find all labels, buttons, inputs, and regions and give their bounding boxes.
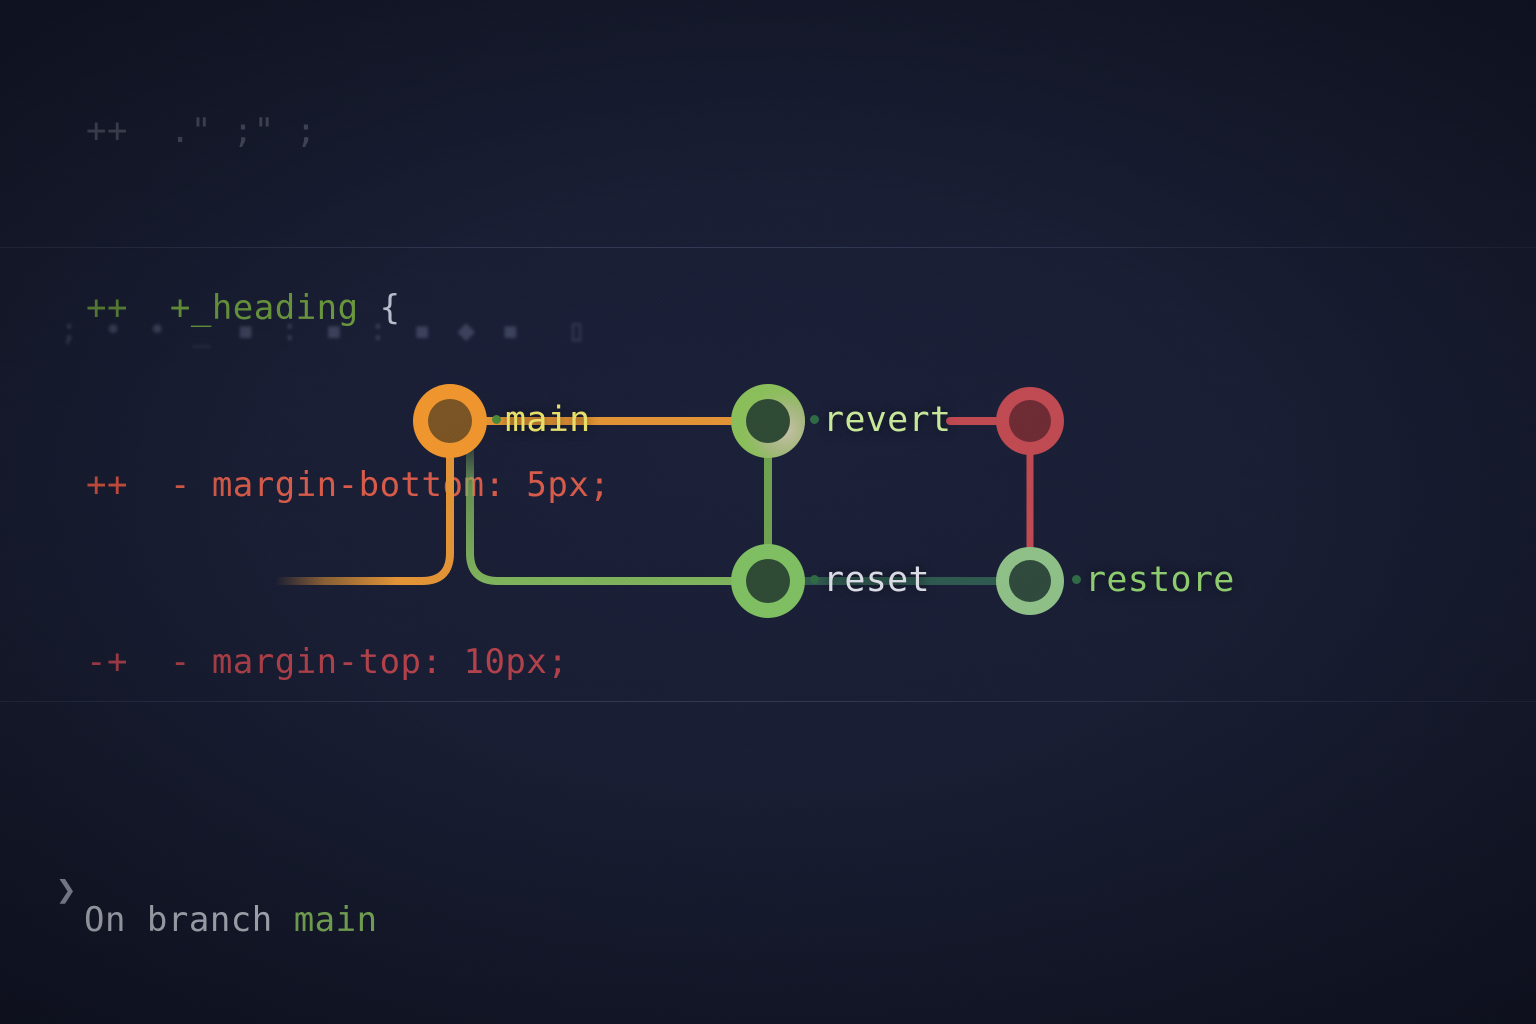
shell-prompt[interactable]: ❯ [56,873,76,907]
diff-code: - margin-bottom: 5px; [127,465,611,505]
graph-label-reset[interactable]: reset [810,563,930,598]
divider-top [0,247,1536,248]
graph-node-head[interactable] [996,387,1064,455]
graph-label-main[interactable]: main [492,403,591,438]
diff-block: ++ ." ;" ; ++ +_heading { ++ - margin-bo… [86,0,610,810]
label-bullet-icon [492,415,501,424]
graph-nodes [413,384,1064,618]
diff-text: ." ;" ; [127,111,317,151]
chevron-right-icon: ❯ [56,870,77,910]
graph-node-main[interactable] [413,384,487,458]
label-bullet-icon [1072,575,1081,584]
edge-main-to-origin [271,417,454,585]
graph-label-revert[interactable]: revert [810,403,951,438]
diff-code: +_heading [127,288,380,328]
diff-line-heading: ++ +_heading { [86,279,610,338]
diff-gutter: ++ [86,465,128,505]
diff-gutter: ++ [86,288,128,328]
divider-bottom [0,701,1536,702]
terminal-output: On branch main nothing to commit, workin… [84,735,860,1024]
graph-edges [271,417,1034,585]
git-graph: main revert reset restore [0,248,1536,701]
status-line-branch: On branch main [84,900,378,940]
diff-line-margin-top: -+ - margin-top: 10px; [86,633,610,692]
graph-node-reset[interactable] [731,544,805,618]
diff-code: - margin-top: 10px; [127,642,569,682]
diff-gutter: ++ [86,111,128,151]
diff-line-margin-bottom: ++ - margin-bottom: 5px; [86,456,610,515]
diff-brace: { [379,288,401,328]
obfuscated-command-line: ; • • _ ▪ : ▪ : ▪ ◆ ▪ ▯ [60,313,590,348]
edge-main-to-reset [466,429,772,585]
label-bullet-icon [810,415,819,424]
graph-node-restore[interactable] [996,547,1064,615]
git-graph-svg [271,384,1064,618]
graph-node-revert[interactable] [731,384,805,458]
diff-line-clipped: ++ ." ;" ; [86,102,610,161]
label-bullet-icon [810,575,819,584]
branch-name: main [293,900,378,940]
diff-gutter: -+ [86,642,128,682]
graph-label-restore[interactable]: restore [1072,563,1235,598]
